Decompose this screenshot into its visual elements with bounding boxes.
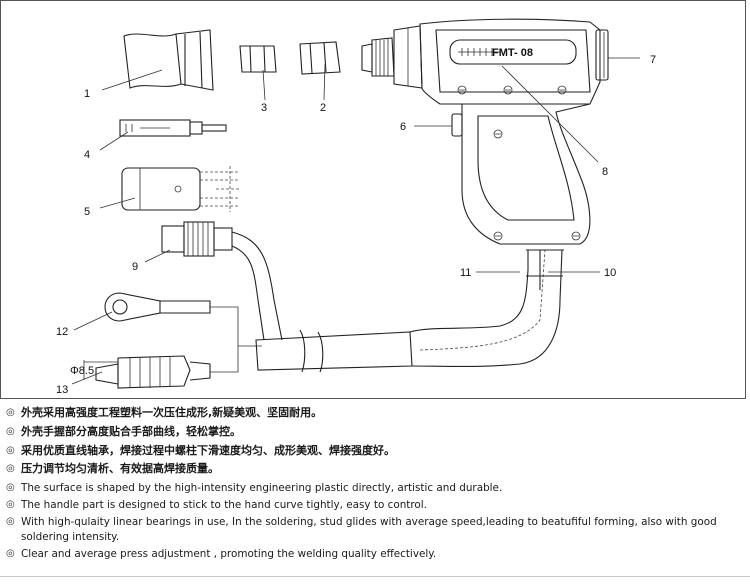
callout-1: 1	[84, 88, 90, 100]
diagram-border	[0, 0, 746, 399]
feature-cn-4: ◎ 压力调节均匀清析、有效据高焊接质量。	[6, 462, 746, 477]
feature-en-4: ◎ Clear and average press adjustment , p…	[6, 547, 746, 562]
part-1-chuck	[101, 29, 214, 91]
bullet-icon: ◎	[6, 425, 15, 437]
feature-cn-3: ◎ 采用优质直线轴承，焊接过程中螺柱下滑速度均匀、成形美观、焊接强度好。	[6, 444, 746, 459]
model-label: FMT- 08	[492, 47, 533, 59]
part-9-connector	[144, 221, 233, 263]
bullet-icon: ◎	[6, 547, 15, 559]
feature-cn-2: ◎ 外壳手握部分高度贴合手部曲线，轻松掌控。	[6, 425, 746, 440]
part-12-ring-terminal	[73, 292, 211, 331]
feature-cn-1: ◎ 外壳采用高强度工程塑料一次压住成形,新疑美观、坚固耐用。	[6, 406, 746, 421]
part-5-ferrule	[99, 166, 240, 212]
stud-welding-gun-diagram: FMT- 08 Φ8.5 1 2 3 4 5 6 7 8 9 10 11 12 …	[0, 0, 746, 399]
wiring	[210, 231, 283, 373]
feature-en-3: ◎ With high-qulaity linear bearings in u…	[6, 515, 746, 544]
feature-en-2: ◎ The handle part is designed to stick t…	[6, 498, 746, 513]
part-4-stud-holder	[99, 119, 227, 151]
callout-13: 13	[56, 384, 68, 396]
gun-body	[361, 18, 640, 273]
feature-text: Clear and average press adjustment , pro…	[21, 547, 437, 560]
bullet-icon: ◎	[6, 482, 15, 494]
feature-text: The handle part is designed to stick to …	[21, 499, 427, 512]
feature-text: 外壳手握部分高度贴合手部曲线，轻松掌控。	[21, 424, 241, 438]
callout-12: 12	[56, 326, 68, 338]
bullet-icon: ◎	[6, 444, 15, 456]
main-cable	[255, 249, 564, 373]
callout-11: 11	[460, 267, 471, 279]
feature-text: The surface is shaped by the high-intens…	[21, 482, 503, 495]
callout-10: 10	[604, 267, 616, 279]
callout-8: 8	[602, 166, 608, 178]
bullet-icon: ◎	[6, 499, 15, 511]
callout-7: 7	[650, 54, 656, 66]
diameter-label: Φ8.5	[70, 365, 94, 377]
feature-text: 压力调节均匀清析、有效据高焊接质量。	[21, 462, 219, 476]
feature-list: ◎ 外壳采用高强度工程塑料一次压住成形,新疑美观、坚固耐用。 ◎ 外壳手握部分高…	[6, 406, 746, 564]
bullet-icon: ◎	[6, 516, 15, 528]
callout-9: 9	[132, 261, 138, 273]
callout-2: 2	[320, 102, 326, 114]
diagram-frame: FMT- 08 Φ8.5 1 2 3 4 5 6 7 8 9 10 11 12 …	[0, 0, 746, 399]
bullet-icon: ◎	[6, 463, 15, 475]
feature-text: With high-qulaity linear bearings in use…	[21, 516, 717, 543]
part-13-plug	[71, 355, 211, 389]
part-3-sleeve	[239, 45, 277, 101]
callout-5: 5	[84, 206, 90, 218]
callout-3: 3	[261, 102, 267, 114]
callout-4: 4	[84, 149, 90, 161]
bullet-icon: ◎	[6, 407, 15, 418]
bottom-divider	[0, 576, 750, 577]
part-2-nut	[299, 41, 341, 101]
feature-text: 采用优质直线轴承，焊接过程中螺柱下滑速度均匀、成形美观、焊接强度好。	[21, 443, 395, 457]
feature-text: 外壳采用高强度工程塑料一次压住成形,新疑美观、坚固耐用。	[21, 406, 323, 419]
feature-en-1: ◎ The surface is shaped by the high-inte…	[6, 481, 746, 496]
callout-6: 6	[400, 121, 406, 133]
